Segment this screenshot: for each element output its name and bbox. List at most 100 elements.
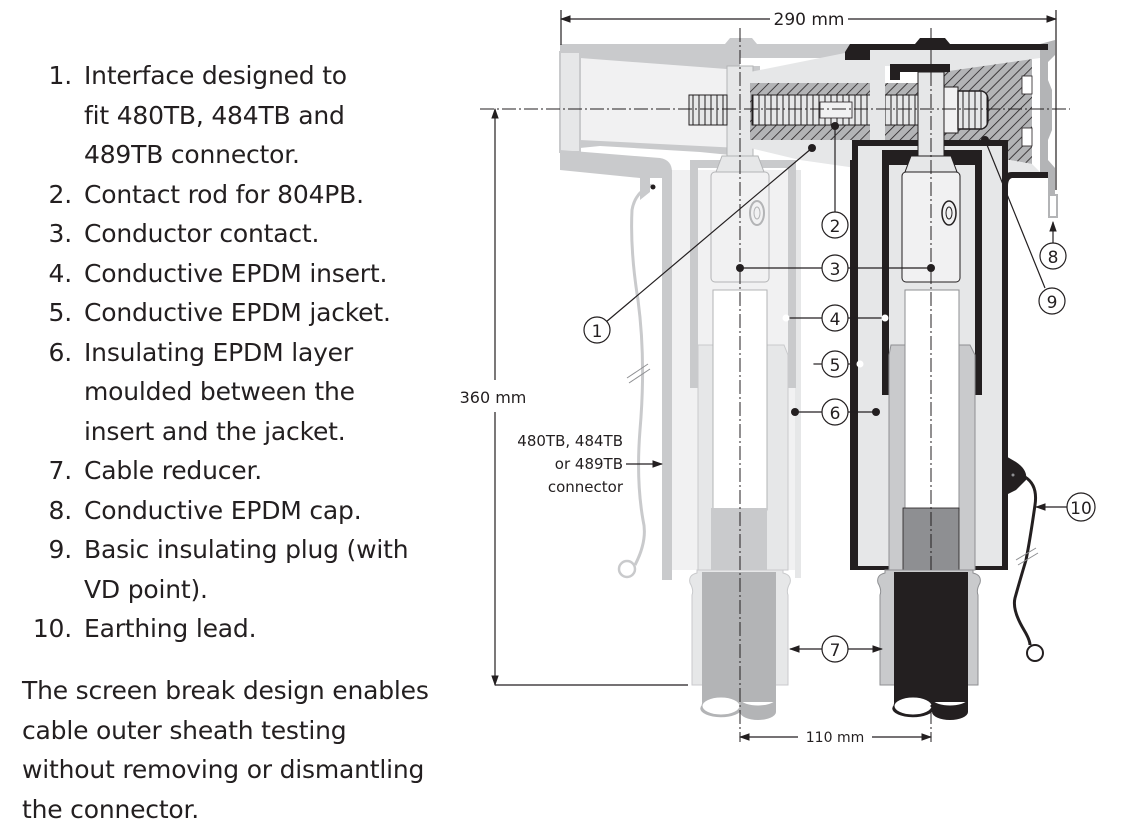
callout-10-number: 10 bbox=[1070, 499, 1092, 519]
callout-7-number: 7 bbox=[830, 641, 841, 661]
connecting-rod-assembly bbox=[688, 40, 1058, 218]
connector-label-line-3: connector bbox=[548, 478, 624, 496]
conical-housing-lower bbox=[750, 140, 870, 170]
callout-1: 1 bbox=[583, 316, 611, 344]
callout-2-number: 2 bbox=[830, 217, 841, 237]
right-cable-sheath bbox=[894, 572, 968, 702]
left-cable-end-face bbox=[701, 696, 741, 716]
right-contact-hole bbox=[941, 200, 957, 226]
callout-4-dot-left bbox=[782, 314, 790, 322]
conical-housing bbox=[750, 52, 870, 83]
legend-item: 8. Conductive EPDM cap. bbox=[0, 491, 440, 531]
legend-number: 2. bbox=[48, 179, 73, 209]
callout-1-number: 1 bbox=[592, 322, 603, 342]
right-lead-break-1 bbox=[1015, 547, 1037, 561]
legend-number: 6. bbox=[48, 337, 73, 367]
legend-number: 7. bbox=[48, 456, 73, 485]
left-cable-sheath bbox=[702, 572, 776, 702]
left-connector bbox=[559, 38, 870, 720]
right-earthing-bracket bbox=[1004, 455, 1027, 496]
legend-number: 10. bbox=[32, 614, 72, 643]
callout-8-number: 8 bbox=[1048, 248, 1059, 268]
right-earthing-lug bbox=[1026, 644, 1044, 662]
left-body-left-wall bbox=[662, 170, 672, 578]
cap-nut bbox=[957, 90, 989, 130]
left-earthing-screw bbox=[650, 184, 656, 190]
callout-9-dot bbox=[981, 136, 989, 144]
right-t-body-fill bbox=[870, 50, 1040, 140]
legend-text: Conductive EPDM jacket. bbox=[84, 298, 391, 327]
legend-number: 5. bbox=[48, 298, 73, 327]
callout-5: 5 bbox=[821, 350, 849, 378]
right-cable-end-face bbox=[893, 696, 933, 716]
hex-nut bbox=[943, 86, 959, 134]
plug-slot-lower bbox=[1021, 127, 1033, 147]
right-lower-jacket-left bbox=[850, 160, 858, 570]
legend-item: 1.Interface designed to fit 480TB, 484TB… bbox=[0, 56, 440, 175]
legend-number: 9. bbox=[48, 535, 73, 564]
right-t-body-jacket bbox=[845, 38, 1048, 60]
right-earthing-lead bbox=[1012, 475, 1037, 646]
callout-1-dot bbox=[808, 144, 816, 152]
legend-list: 1.Interface designed to fit 480TB, 484TB… bbox=[0, 56, 440, 649]
callout-8: 8 bbox=[1039, 242, 1067, 270]
left-cable-screen bbox=[711, 508, 767, 573]
right-earthing-screw bbox=[1011, 473, 1015, 477]
left-body-right-wall bbox=[795, 170, 801, 578]
callout-5-dot-left bbox=[806, 360, 814, 368]
legend-text: Cable reducer. bbox=[84, 456, 262, 485]
callout-4-number: 4 bbox=[830, 310, 841, 330]
legend-number: 4. bbox=[48, 258, 73, 288]
connector-label-line-2: or 489TB bbox=[555, 455, 623, 473]
callout-3-dot-left bbox=[736, 264, 744, 272]
legend-item: 9.Basic insulating plug (with VD point). bbox=[0, 530, 440, 609]
spacing-dimension-label: 110 mm bbox=[806, 730, 864, 746]
callout-3-number: 3 bbox=[830, 260, 841, 280]
legend-number: 1. bbox=[48, 61, 73, 90]
left-elbow bbox=[560, 150, 672, 580]
legend-item: 3. Conductor contact. bbox=[0, 214, 440, 254]
callout-6: 6 bbox=[821, 398, 849, 426]
legend-text: Conductor contact. bbox=[84, 219, 320, 248]
cap-tab bbox=[1048, 194, 1058, 218]
callout-5-dot-right bbox=[856, 360, 864, 368]
left-lead-break-1 bbox=[626, 363, 649, 379]
right-jacket-lower-edge bbox=[1003, 172, 1048, 200]
legend-item: 2. Contact rod for 804PB. bbox=[0, 175, 440, 215]
plug-slot-upper bbox=[1021, 75, 1033, 95]
callout-2-dot bbox=[831, 122, 839, 130]
callout-4: 4 bbox=[821, 304, 849, 332]
legend-item: 10.Earthing lead. bbox=[0, 609, 440, 649]
callout-bubbles: 1 2 3 4 5 6 7 8 9 10 bbox=[583, 211, 1096, 663]
legend-item: 4.Conductive EPDM insert. bbox=[0, 254, 440, 294]
callout-6-dot-left bbox=[791, 408, 799, 416]
legend-item: 5. Conductive EPDM jacket. bbox=[0, 293, 440, 333]
left-t-flange bbox=[559, 51, 581, 153]
callout-1-leader bbox=[605, 147, 813, 323]
legend-text: Conductive EPDM cap. bbox=[84, 495, 362, 525]
right-cable-insulation bbox=[904, 289, 960, 511]
centerlines bbox=[480, 28, 1070, 742]
callout-6-number: 6 bbox=[830, 404, 841, 424]
callout-9-number: 9 bbox=[1047, 293, 1058, 313]
threaded-stud bbox=[688, 94, 728, 126]
legend-number: 3. bbox=[48, 219, 73, 248]
legend-text: Contact rod for 804PB. bbox=[84, 179, 364, 209]
contact-rod-channel bbox=[819, 101, 853, 119]
callout-7: 7 bbox=[821, 635, 849, 663]
height-dimension-label: 360 mm bbox=[460, 388, 527, 407]
left-contact-hole bbox=[749, 200, 765, 226]
callout-10: 10 bbox=[1066, 492, 1096, 522]
conductive-epdm-cap bbox=[1040, 40, 1055, 205]
callout-9-leader bbox=[984, 139, 1046, 289]
callout-5-number: 5 bbox=[830, 356, 841, 376]
callout-leaders bbox=[605, 126, 1067, 653]
connector-label-line-1: 480TB, 484TB bbox=[517, 432, 623, 450]
callout-4-dot-right bbox=[881, 314, 889, 322]
legend-number: 8. bbox=[48, 495, 73, 525]
legend-text: Insulating EPDM layer moulded between th… bbox=[84, 337, 355, 446]
left-lead-break-2 bbox=[628, 368, 651, 384]
callout-3-dot-right bbox=[927, 264, 935, 272]
left-contact-hole-inner bbox=[753, 206, 761, 220]
